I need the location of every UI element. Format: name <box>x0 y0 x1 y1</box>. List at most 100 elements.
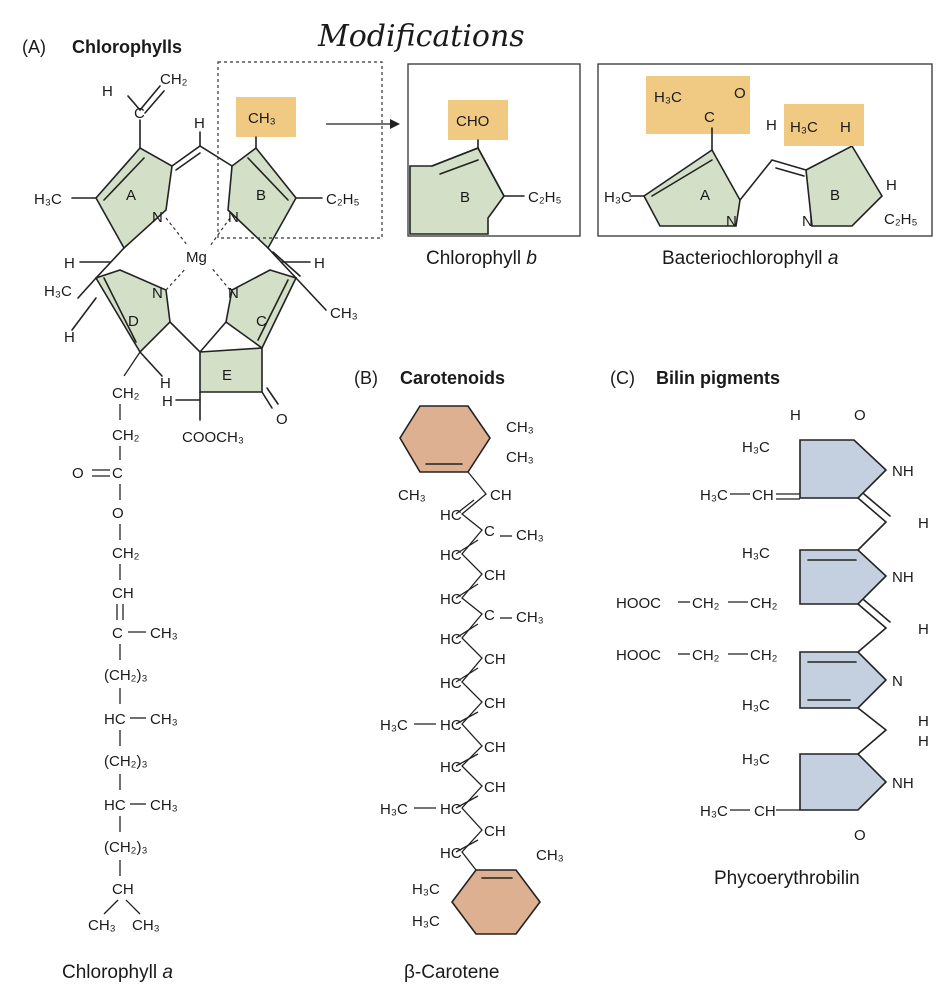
svg-text:HC: HC <box>440 507 462 524</box>
svg-text:H: H <box>886 177 897 194</box>
svg-text:CH: CH <box>484 823 506 840</box>
ring-a-shape <box>95 146 173 250</box>
svg-text:CH: CH <box>484 651 506 668</box>
svg-text:CH₂: CH₂ <box>692 595 720 612</box>
svg-text:C: C <box>134 105 145 122</box>
svg-text:H₃C: H₃C <box>412 913 440 930</box>
svg-text:H: H <box>766 117 777 134</box>
svg-text:HOOC: HOOC <box>616 647 661 664</box>
bilin-ring-2 <box>799 549 888 605</box>
svg-text:H: H <box>918 515 929 532</box>
svg-text:CH₂: CH₂ <box>750 647 778 664</box>
svg-text:CH₃: CH₃ <box>88 917 116 934</box>
chlorophyll-b-inset: CHO C₂H₅ B <box>407 63 581 237</box>
svg-text:H₃C: H₃C <box>742 751 770 768</box>
svg-text:CH₃: CH₃ <box>150 797 178 814</box>
svg-text:H: H <box>918 621 929 638</box>
svg-text:NH: NH <box>892 775 914 792</box>
svg-text:CH: CH <box>484 567 506 584</box>
svg-text:HC: HC <box>440 717 462 734</box>
svg-text:N: N <box>152 285 163 302</box>
svg-text:B: B <box>830 187 840 204</box>
chlorophyll-a-structure: Mg N N N N A B C D E N C H CH₂ H CH₃ C₂H… <box>34 71 360 446</box>
svg-text:H₃C: H₃C <box>700 487 728 504</box>
svg-text:(A): (A) <box>22 37 46 57</box>
svg-text:H: H <box>102 83 113 100</box>
svg-text:COOCH₃: COOCH₃ <box>182 429 244 446</box>
svg-text:HOOC: HOOC <box>616 595 661 612</box>
svg-text:CH₃: CH₃ <box>506 419 534 436</box>
svg-text:(C): (C) <box>610 368 635 388</box>
svg-text:HC: HC <box>440 547 462 564</box>
svg-text:C: C <box>484 523 495 540</box>
svg-text:H₃C: H₃C <box>790 119 818 136</box>
mg-atom <box>181 239 215 273</box>
svg-text:Carotenoids: Carotenoids <box>400 368 505 388</box>
chlorophyll-side-chain: CH₂ CH₂ C O O CH₂ CH C CH₃ (CH₂)₃ HC CH₃… <box>72 351 178 934</box>
svg-text:CH₃: CH₃ <box>248 110 276 127</box>
svg-text:CH: CH <box>752 487 774 504</box>
svg-text:HC: HC <box>104 797 126 814</box>
svg-text:N: N <box>228 285 239 302</box>
svg-text:CH: CH <box>490 487 512 504</box>
svg-text:O: O <box>854 827 866 844</box>
svg-text:N: N <box>228 209 239 226</box>
svg-text:H: H <box>918 713 929 730</box>
panel-c-heading: (C) Bilin pigments <box>610 368 780 388</box>
svg-text:CH₂: CH₂ <box>112 385 140 402</box>
svg-text:CH₂: CH₂ <box>160 71 188 88</box>
svg-text:O: O <box>734 85 746 102</box>
svg-text:CH: CH <box>754 803 776 820</box>
bilin-ring-1 <box>799 439 888 499</box>
chlorophyll-a-caption: Chlorophyll a <box>62 962 173 983</box>
svg-text:CH₃: CH₃ <box>132 917 160 934</box>
svg-text:H: H <box>194 115 205 132</box>
svg-text:CH₂: CH₂ <box>112 427 140 444</box>
ring-d-label: D <box>128 313 139 330</box>
ring-c-shape <box>225 269 298 350</box>
beta-carotene-structure: CH₃ CH₃ CH₃ CH HC C CH₃ HC CH HC C CH₃ H… <box>380 405 564 935</box>
svg-text:H: H <box>918 733 929 750</box>
svg-text:CH: CH <box>484 695 506 712</box>
svg-text:C₂H₅: C₂H₅ <box>884 211 918 228</box>
ring-b-label: B <box>256 187 266 204</box>
svg-text:HC: HC <box>440 845 462 862</box>
svg-text:CH₂: CH₂ <box>112 545 140 562</box>
phycoerythrobilin-caption: Phycoerythrobilin <box>714 868 860 889</box>
svg-text:H₃C: H₃C <box>34 191 62 208</box>
svg-text:O: O <box>112 505 124 522</box>
svg-text:HC: HC <box>440 591 462 608</box>
svg-text:CH₃: CH₃ <box>398 487 426 504</box>
svg-text:H: H <box>64 329 75 346</box>
carotene-top-ring <box>399 405 491 473</box>
svg-text:CH₂: CH₂ <box>692 647 720 664</box>
svg-text:N: N <box>726 213 737 230</box>
svg-text:H₃C: H₃C <box>44 283 72 300</box>
bacteriochlorophyll-inset: H₃C C O H₃C H H H₃C A B N N H C₂H₅ <box>597 63 933 237</box>
modification-region-box <box>217 61 383 239</box>
svg-text:N: N <box>892 673 903 690</box>
bilin-ring-3 <box>799 651 888 709</box>
chlorophyll-b-caption: Chlorophyll b <box>426 248 537 269</box>
svg-text:N: N <box>152 209 163 226</box>
svg-text:HC: HC <box>104 711 126 728</box>
svg-text:(CH₂)₃: (CH₂)₃ <box>104 839 148 856</box>
svg-text:HC: HC <box>440 675 462 692</box>
svg-text:(B): (B) <box>354 368 378 388</box>
mg-label: Mg <box>186 249 207 266</box>
svg-text:(CH₂)₃: (CH₂)₃ <box>104 667 148 684</box>
svg-text:C₂H₅: C₂H₅ <box>528 189 562 206</box>
svg-text:C: C <box>112 465 123 482</box>
phycoerythrobilin-structure: H O NH H₃C H₃C CH H H₃C NH HOOC CH₂ CH₂ … <box>616 407 929 844</box>
ring-e-label: E <box>222 367 232 384</box>
svg-text:H₃C: H₃C <box>742 545 770 562</box>
beta-carotene-caption: β-Carotene <box>404 962 499 983</box>
svg-text:CH₃: CH₃ <box>516 609 544 626</box>
svg-text:HC: HC <box>440 631 462 648</box>
highlight-ring-b-methyl <box>236 97 296 137</box>
svg-text:H: H <box>64 255 75 272</box>
svg-text:H₃C: H₃C <box>412 881 440 898</box>
svg-text:H₃C: H₃C <box>742 439 770 456</box>
svg-text:HC: HC <box>440 759 462 776</box>
